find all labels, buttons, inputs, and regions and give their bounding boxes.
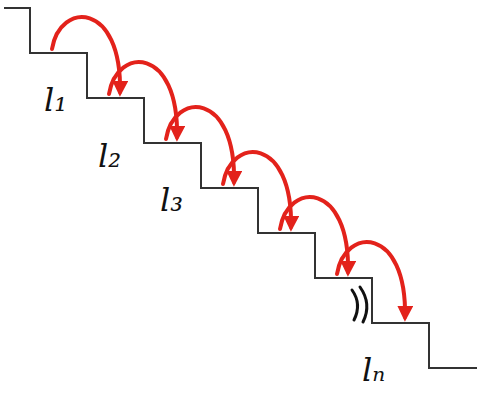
step-length-label: l₃ [160,184,183,216]
step-length-label: lₙ [362,354,385,386]
impact-arc [352,290,358,320]
stair-line [4,8,477,368]
hop-arrow [223,152,291,227]
hop-arrows [52,17,405,317]
step-length-label: l₁ [44,84,67,116]
hop-arrow [280,197,348,272]
stair-outline [4,8,477,368]
hop-arrow [337,242,405,317]
impact-marks [352,287,367,322]
impact-arc [360,287,367,322]
hop-arrow [166,107,234,182]
hop-arrow [109,62,177,137]
step-length-label: l₂ [98,140,121,172]
hop-arrow [52,17,120,92]
